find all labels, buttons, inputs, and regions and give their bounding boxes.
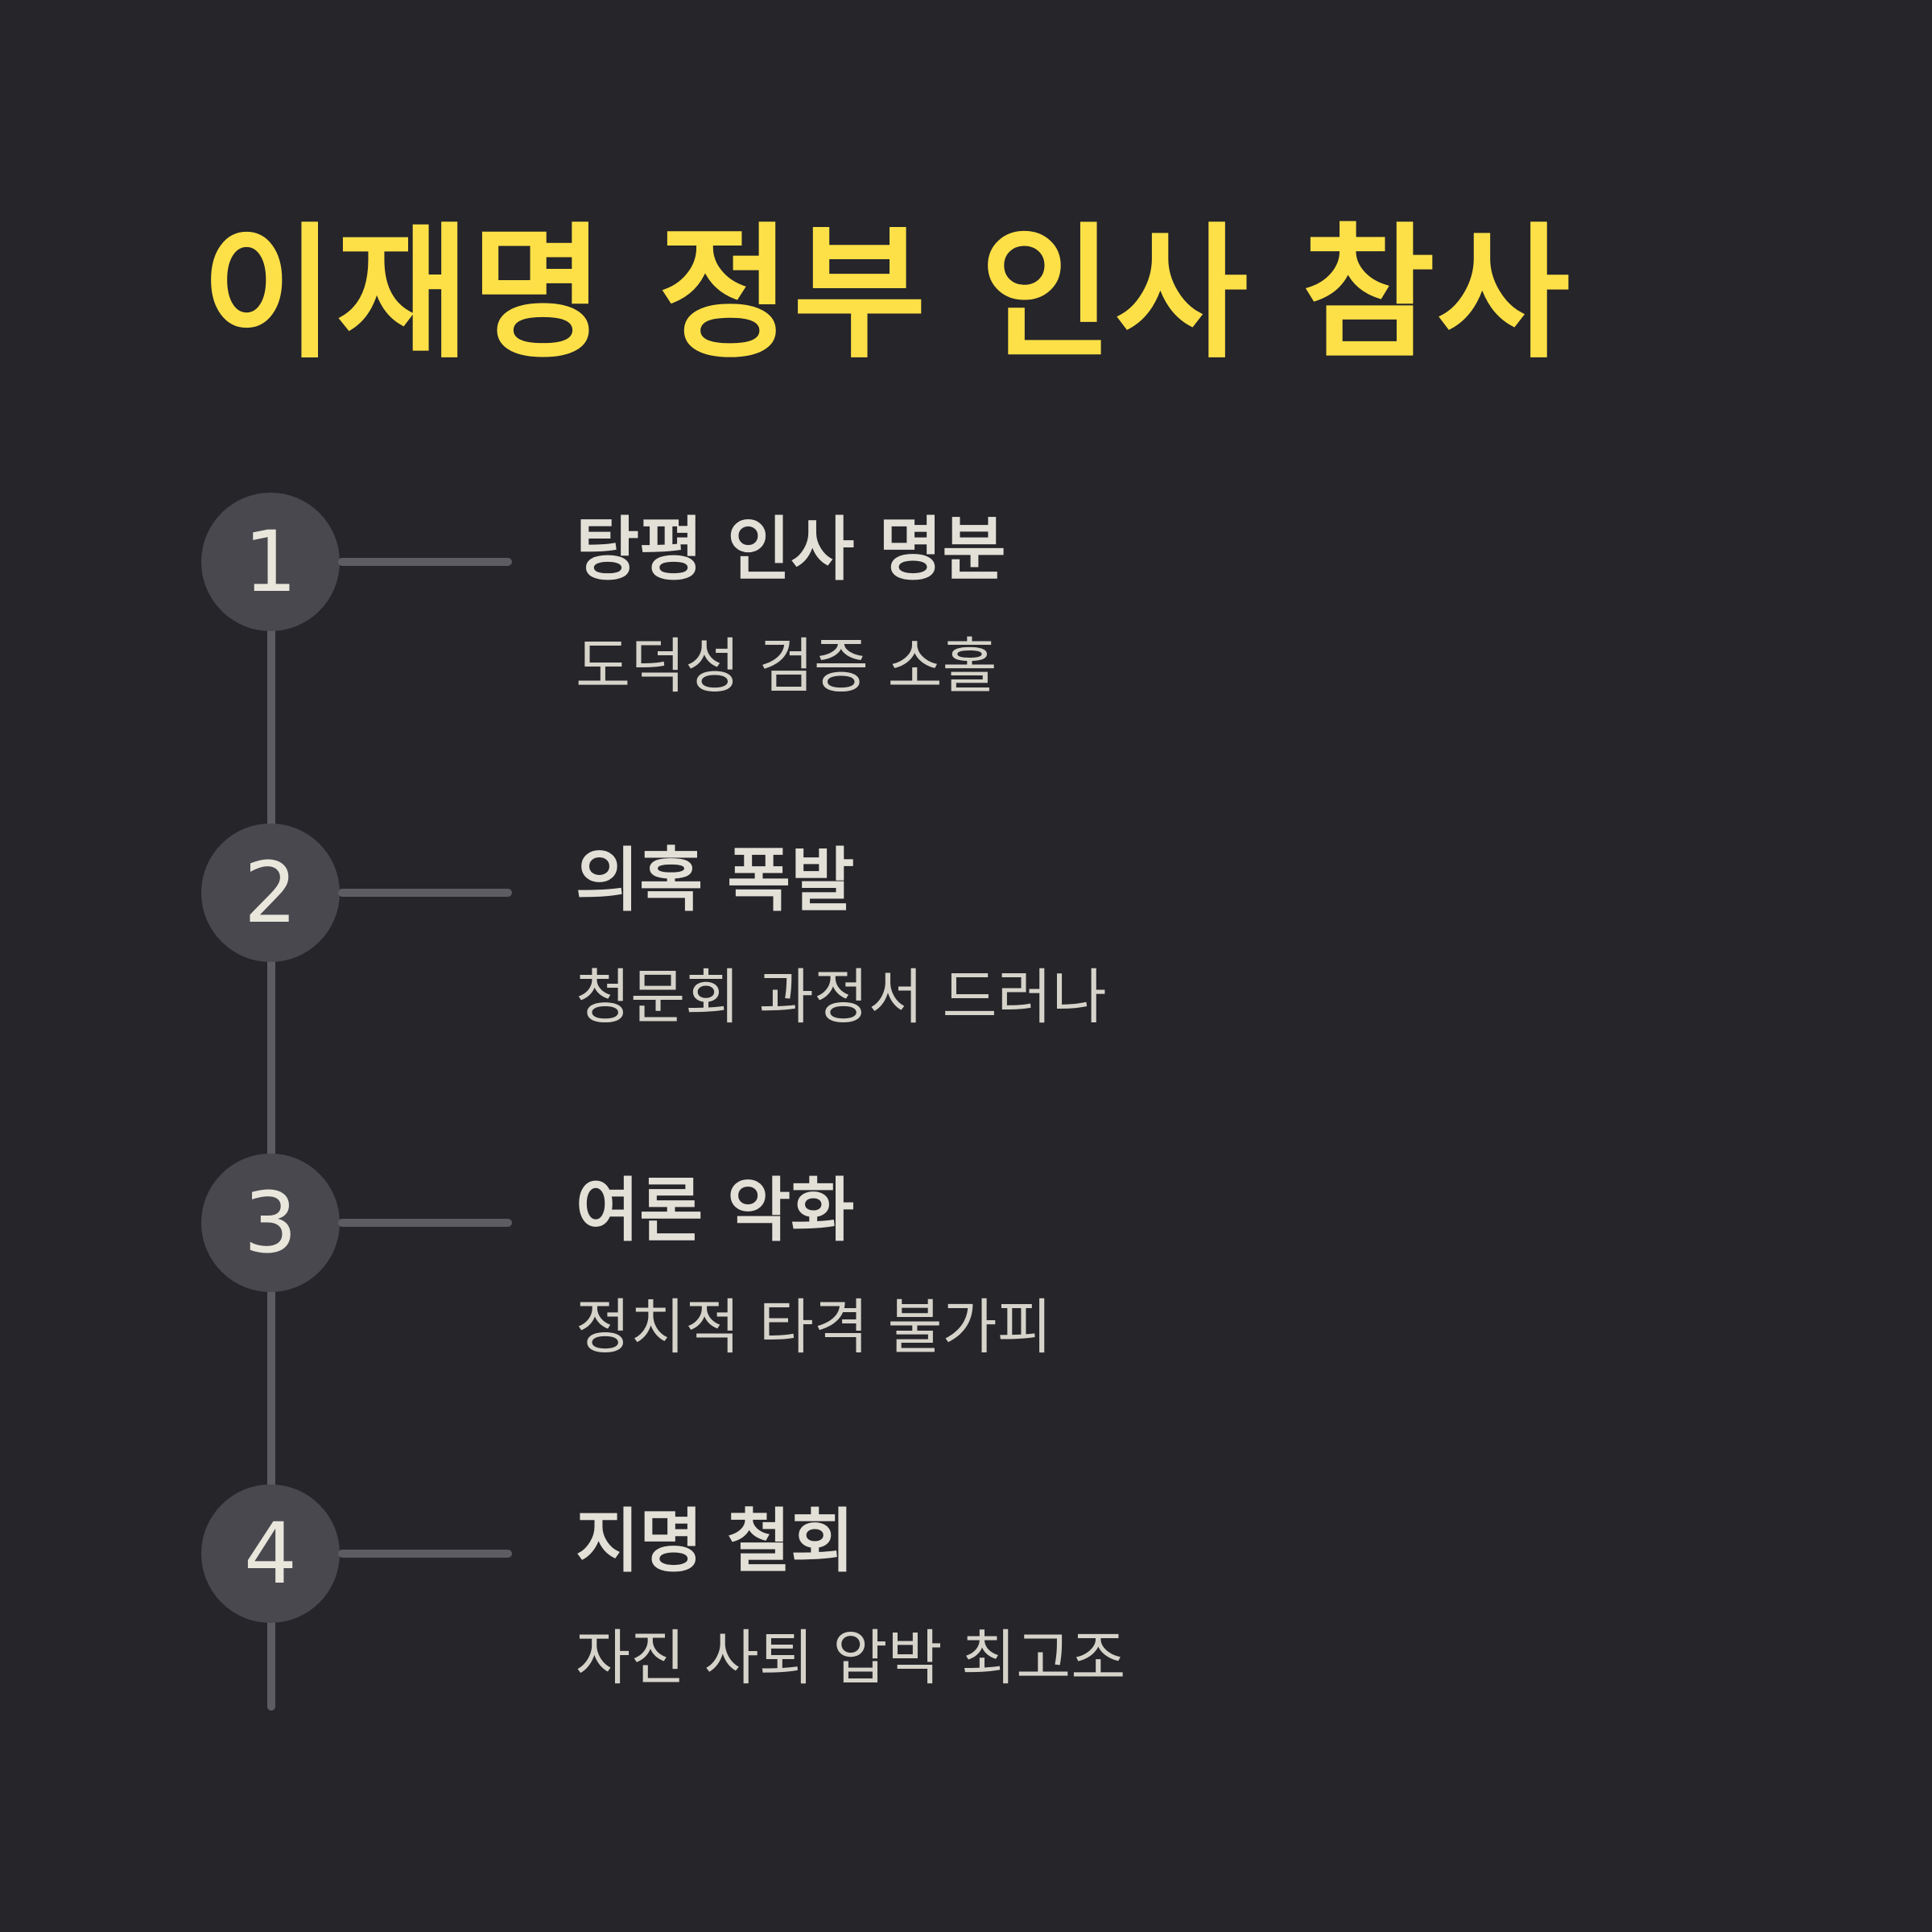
step-number-badge: 1 [201, 493, 340, 631]
step-connector-line [338, 1219, 512, 1227]
step-title: 의혹 폭발 [576, 840, 855, 921]
step-title: 지명 철회 [576, 1501, 855, 1582]
step-number-badge: 4 [201, 1484, 340, 1623]
timeline-step-1: 1 탕평 인사 명분 도덕성 검증 소홀 [0, 493, 1932, 734]
step-description: 청문회 과정서 드러나 [576, 963, 1107, 1032]
step-title: 탕평 인사 명분 [576, 510, 1006, 590]
timeline-step-3: 3 여론 악화 정치적 타격 불가피 [0, 1154, 1932, 1395]
timeline-spine [267, 564, 275, 1711]
step-number-badge: 2 [201, 824, 340, 962]
timeline-step-2: 2 의혹 폭발 청문회 과정서 드러나 [0, 824, 1932, 1065]
timeline-step-4: 4 지명 철회 자진 사퇴 압박 최고조 [0, 1484, 1932, 1726]
step-description: 정치적 타격 불가피 [576, 1293, 1052, 1362]
step-description: 도덕성 검증 소홀 [576, 632, 997, 701]
step-title: 여론 악화 [576, 1170, 855, 1251]
step-number-badge: 3 [201, 1154, 340, 1292]
step-connector-line [338, 558, 512, 566]
step-connector-line [338, 1550, 512, 1558]
step-description: 자진 사퇴 압박 최고조 [576, 1624, 1126, 1693]
step-connector-line [338, 889, 512, 897]
page-title: 이재명 정부 인사 참사 [201, 210, 1572, 378]
